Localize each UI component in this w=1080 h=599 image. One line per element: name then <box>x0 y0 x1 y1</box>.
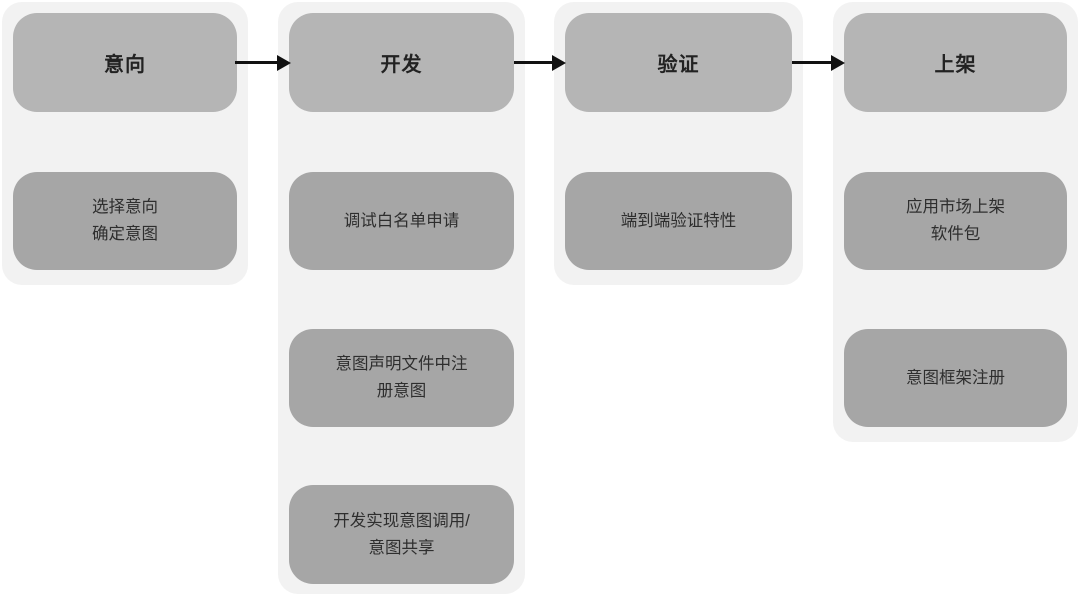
task-box-framework-register: 意图框架注册 <box>844 329 1067 427</box>
arrow-verify-to-release <box>792 54 845 71</box>
task-box-declare-intent: 意图声明文件中注 册意图 <box>289 329 514 427</box>
stage-column-develop: 开发 调试白名单申请 意图声明文件中注 册意图 开发实现意图调用/ 意图共享 <box>278 2 525 594</box>
task-box-implement-intent: 开发实现意图调用/ 意图共享 <box>289 485 514 584</box>
stage-header-verify: 验证 <box>565 13 792 112</box>
stage-header-release: 上架 <box>844 13 1067 112</box>
task-box-e2e-verify: 端到端验证特性 <box>565 172 792 270</box>
task-box-whitelist-apply: 调试白名单申请 <box>289 172 514 270</box>
stage-column-release: 上架 应用市场上架 软件包 意图框架注册 <box>833 2 1078 442</box>
stage-column-verify: 验证 端到端验证特性 <box>554 2 803 285</box>
arrow-develop-to-verify <box>514 54 566 71</box>
arrow-intent-to-develop <box>235 54 291 71</box>
stage-column-intent: 意向 选择意向 确定意图 <box>2 2 248 285</box>
task-box-appmarket-package: 应用市场上架 软件包 <box>844 172 1067 270</box>
stage-header-intent: 意向 <box>13 13 237 112</box>
stage-header-develop: 开发 <box>289 13 514 112</box>
task-box-select-intent: 选择意向 确定意图 <box>13 172 237 270</box>
